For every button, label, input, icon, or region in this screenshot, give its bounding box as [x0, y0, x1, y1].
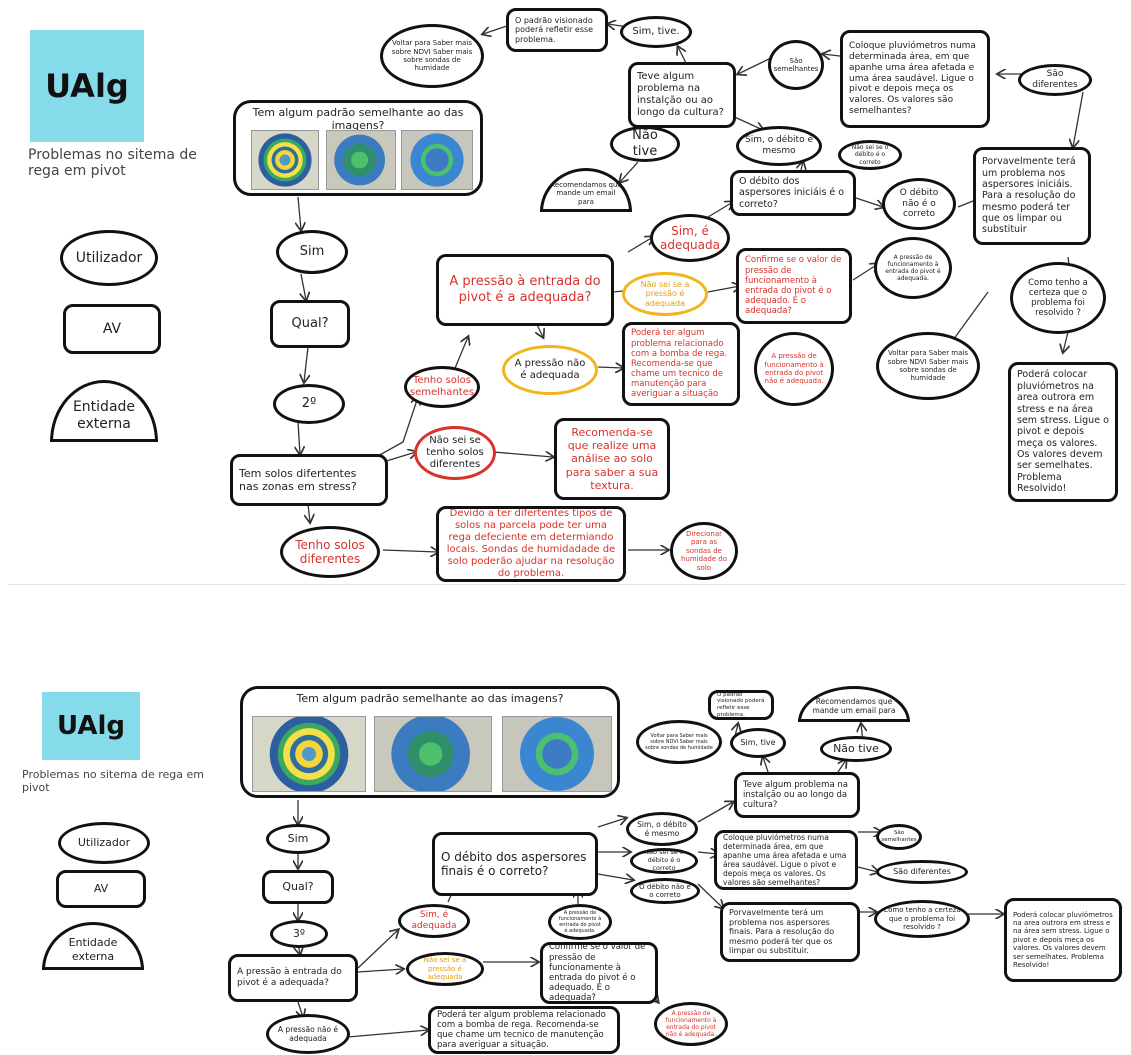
av-porvavelmente-aspersores: Porvavelmente terá um problema nos asper…	[973, 147, 1091, 245]
pivot-image-2[interactable]	[326, 130, 396, 190]
answer-sim[interactable]: Sim	[276, 230, 348, 274]
answer-pressao-func-adequada[interactable]: A pressão de funcionamento à entrada do …	[548, 904, 612, 940]
av-debito-question: O débito dos aspersores finais é o corre…	[432, 832, 598, 896]
link-direcionar-sondas[interactable]: Direcionar para as sondas de humidade do…	[670, 522, 738, 580]
answer-sim-adequada[interactable]: Sim, é adequada	[398, 904, 470, 938]
link-voltar-ndvi[interactable]: Voltar para Saber mais sobre NDVI Saber …	[380, 24, 484, 88]
connector-lines-2	[8, 672, 1126, 1038]
legend-av: AV	[63, 304, 161, 354]
answer-pressao-func-nao-adequada[interactable]: A pressão de funcionamento à entrada do …	[754, 332, 834, 406]
link-voltar-saber-mais[interactable]: Voltar para Saber mais sobre NDVI Saber …	[876, 332, 980, 400]
av-recomenda-analise-solo: Recomenda-se que realize uma análise ao …	[554, 418, 670, 500]
answer-sao-semelhantes[interactable]: São semelhantes	[768, 40, 824, 90]
answer-sim-tive[interactable]: Sim, tive	[730, 728, 786, 758]
av-teve-problema: Teve algum problema na instalção ou ao l…	[628, 62, 736, 128]
av-porvavelmente-aspersores: Porvavelmente terá um problema nos asper…	[720, 902, 860, 962]
answer-como-tenho-certeza[interactable]: Como tenho a certeza que o problema foi …	[874, 900, 970, 938]
pivot-image-2[interactable]	[374, 716, 492, 792]
av-qual: Qual?	[262, 870, 334, 904]
pattern-question-text: Tem algum padrão semelhante ao das image…	[252, 106, 464, 133]
answer-nao-sei-debito[interactable]: Não sei se o débito é o correto	[630, 848, 698, 874]
answer-sim-adequada[interactable]: Sim, é adequada	[650, 214, 730, 262]
answer-nao-sei-solos[interactable]: Não sei se tenho solos diferentes	[414, 426, 496, 480]
answer-sao-semelhantes[interactable]: São semelhantes	[876, 824, 922, 850]
av-padrao-visionado: O padrão visionado poderá refletir esse …	[506, 8, 608, 52]
answer-sim-tive[interactable]: Sim, tive.	[620, 16, 692, 48]
answer-sao-diferentes[interactable]: São diferentes	[1018, 64, 1092, 96]
link-voltar-ndvi[interactable]: Voltar para Saber mais sobre NDVI Saber …	[636, 720, 722, 764]
answer-sim[interactable]: Sim	[266, 824, 330, 854]
av-coloque-pluviometros: Coloque pluviómetros numa determinada ár…	[840, 30, 990, 128]
answer-tenho-solos-semelhantes[interactable]: Tenho solos semelhantes	[404, 366, 480, 408]
answer-debito-nao-correto[interactable]: O débito não é o correto	[630, 878, 700, 904]
legend-entidade-externa: Entidade externa	[50, 380, 158, 442]
answer-pressao-nao-adequada[interactable]: A pressão não é adequada	[502, 345, 598, 395]
av-solos-question: Tem solos difertentes nas zonas em stres…	[230, 454, 388, 506]
page-title: Problemas no sitema de rega em pivot	[28, 147, 197, 179]
pivot-image-3[interactable]	[502, 716, 612, 792]
av-padrao-visionado: O padrão visionado poderá refletir esse …	[708, 690, 774, 720]
answer-ordinal[interactable]: 3º	[270, 920, 328, 948]
answer-tenho-solos-diferentes[interactable]: Tenho solos diferentes	[280, 526, 380, 578]
av-coloque-pluviometros: Coloque pluviómetros numa determinada ár…	[714, 830, 858, 890]
pivot-image-1[interactable]	[252, 716, 366, 792]
answer-pressao-func-nao-adequada[interactable]: A pressão de funcionamento à entrada do …	[654, 1002, 728, 1046]
legend-av: AV	[56, 870, 146, 908]
answer-sim-debito[interactable]: Sim, o débito é mesmo	[626, 812, 698, 846]
answer-nao-tive[interactable]: Não tive	[610, 126, 680, 162]
answer-nao-tive[interactable]: Não tive	[820, 736, 892, 762]
answer-pressao-nao-adequada[interactable]: A pressão não é adequada	[266, 1014, 350, 1054]
av-problema-bomba: Poderá ter algum problema relacionado co…	[622, 322, 740, 406]
av-confirme-pressao: Confirme se o valor de pressão de funcio…	[540, 942, 658, 1004]
answer-como-tenho-certeza[interactable]: Como tenho a certeza que o problema foi …	[1010, 262, 1106, 334]
legend-utilizador: Utilizador	[58, 822, 150, 864]
ualg-logo: UAlg	[42, 692, 140, 760]
av-podera-colocar: Poderá colocar pluviómetros na area outr…	[1008, 362, 1118, 502]
pivot-image-1[interactable]	[251, 130, 319, 190]
av-devido-solos: Devido a ter difertentes tipos de solos …	[436, 506, 626, 582]
av-confirme-pressao: Confirme se o valor de pressão de funcio…	[736, 248, 852, 324]
ualg-logo: UAlg	[30, 30, 144, 142]
pattern-question-text: Tem algum padrão semelhante ao das image…	[296, 692, 564, 705]
answer-pressao-func-adequada[interactable]: A pressão de funcionamento à entrada do …	[874, 237, 952, 299]
answer-sao-diferentes[interactable]: São diferentes	[876, 860, 968, 884]
page-title: Problemas no sitema de rega em pivot	[22, 768, 204, 794]
answer-nao-sei-pressao[interactable]: Não sei se a pressão é adequada	[622, 272, 708, 316]
answer-ordinal[interactable]: 2º	[273, 384, 345, 424]
pivot-image-3[interactable]	[401, 130, 473, 190]
answer-nao-sei-debito[interactable]: Não sei se o débito é o correto	[838, 140, 902, 170]
answer-nao-sei-pressao[interactable]: Não sei se a pressão é adequada	[406, 952, 484, 986]
av-qual: Qual?	[270, 300, 350, 348]
legend-utilizador: Utilizador	[60, 230, 158, 286]
av-podera-colocar: Poderá colocar pluviómetros na area outr…	[1004, 898, 1122, 982]
answer-sim-debito[interactable]: Sim, o débito é mesmo	[736, 126, 822, 166]
flowchart-panel-1: UAlg Problemas no sitema de rega em pivo…	[8, 2, 1126, 585]
answer-debito-nao-correto[interactable]: O débito não é o correto	[882, 178, 956, 230]
av-pressao-question: A pressão à entrada do pivot é a adequad…	[436, 254, 614, 326]
av-teve-problema: Teve algum problema na instalção ou ao l…	[734, 772, 860, 818]
av-problema-bomba: Poderá ter algum problema relacionado co…	[428, 1006, 620, 1054]
flowchart-panel-2: UAlg Problemas no sitema de rega em pivo…	[8, 672, 1126, 1055]
av-pressao-question: A pressão à entrada do pivot é a adequad…	[228, 954, 358, 1002]
av-debito-question: O débito dos aspersores iniciáis é o cor…	[730, 170, 856, 216]
